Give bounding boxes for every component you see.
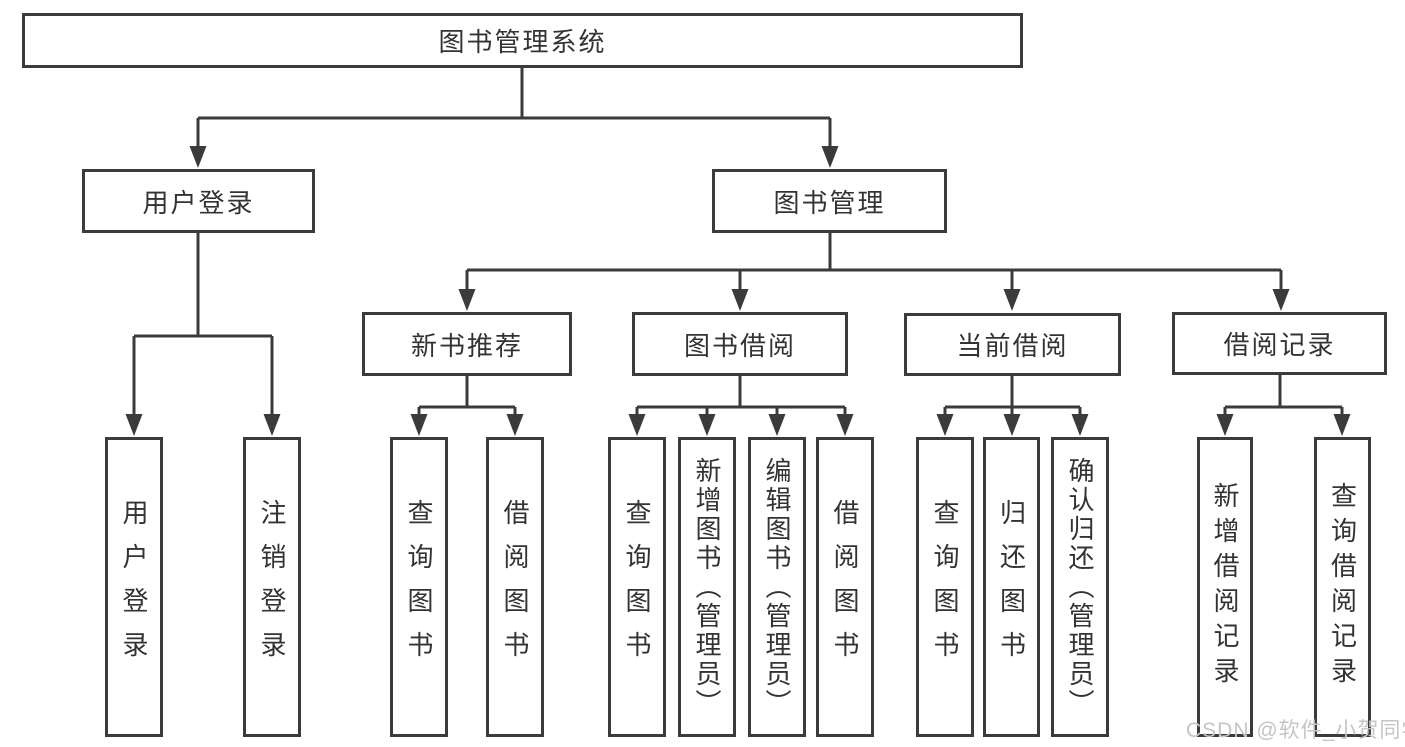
- arrowhead-icon: [189, 146, 207, 168]
- node-user-login: 用户登录: [82, 169, 315, 233]
- leaf-edit-books-admin: 编辑图书（管理员）: [748, 437, 806, 737]
- arrowhead-icon: [628, 414, 646, 436]
- leaf-current-query-books: 查询图书: [916, 437, 974, 737]
- leaf-confirm-return-admin: 确认归还（管理员）: [1051, 437, 1109, 737]
- arrowhead-icon: [936, 414, 954, 436]
- branch-book-borrow: [628, 376, 854, 436]
- branch-user-login: [125, 233, 281, 436]
- node-root: 图书管理系统: [22, 13, 1023, 68]
- branch-root: [189, 68, 839, 168]
- leaf-add-borrow-record: 新增借阅记录: [1197, 437, 1253, 737]
- leaf-add-books-admin: 新增图书（管理员）: [678, 437, 736, 737]
- arrowhead-icon: [1071, 414, 1089, 436]
- leaf-user-login: 用户登录: [105, 437, 163, 737]
- arrowhead-icon: [125, 414, 143, 436]
- arrowhead-icon: [458, 289, 476, 311]
- node-new-book-recommend: 新书推荐: [362, 312, 572, 376]
- node-borrow-records: 借阅记录: [1172, 312, 1387, 375]
- arrowhead-icon: [698, 414, 716, 436]
- leaf-recommend-borrow-books: 借阅图书: [486, 437, 544, 737]
- arrowhead-icon: [1333, 414, 1351, 436]
- arrowhead-icon: [1003, 414, 1021, 436]
- arrowhead-icon: [410, 414, 428, 436]
- leaf-query-borrow-record: 查询借阅记录: [1314, 437, 1371, 737]
- branch-book-management: [458, 233, 1290, 311]
- arrowhead-icon: [263, 414, 281, 436]
- branch-new-book-recommend: [410, 376, 524, 436]
- arrowhead-icon: [768, 414, 786, 436]
- node-root-label: 图书管理系统: [438, 27, 607, 57]
- arrowhead-icon: [506, 414, 524, 436]
- arrowhead-icon: [731, 289, 749, 311]
- leaf-recommend-query-books: 查询图书: [390, 437, 448, 737]
- branch-current-borrow: [936, 376, 1089, 436]
- node-user-login-label: 用户登录: [142, 187, 255, 218]
- arrowhead-icon: [1003, 289, 1021, 311]
- leaf-logout: 注销登录: [243, 437, 301, 737]
- arrowhead-icon: [1216, 414, 1234, 436]
- node-book-borrow: 图书借阅: [632, 312, 848, 376]
- node-current-borrow: 当前借阅: [904, 313, 1121, 376]
- node-borrow-records-label: 借阅记录: [1223, 330, 1336, 360]
- leaf-return-books: 归还图书: [983, 437, 1040, 737]
- csdn-watermark: CSDN @软件_小贺同学: [1186, 719, 1405, 742]
- leaf-borrow-query-books: 查询图书: [608, 437, 666, 737]
- arrowhead-icon: [836, 414, 854, 436]
- arrowhead-icon: [1272, 289, 1290, 311]
- node-current-borrow-label: 当前借阅: [956, 331, 1069, 361]
- leaf-borrow-books: 借阅图书: [816, 437, 874, 737]
- node-new-book-recommend-label: 新书推荐: [410, 330, 523, 361]
- node-book-management: 图书管理: [712, 169, 947, 233]
- arrowhead-icon: [821, 146, 839, 168]
- branch-borrow-records: [1216, 375, 1351, 436]
- node-book-borrow-label: 图书借阅: [683, 330, 796, 361]
- node-book-management-label: 图书管理: [773, 187, 886, 218]
